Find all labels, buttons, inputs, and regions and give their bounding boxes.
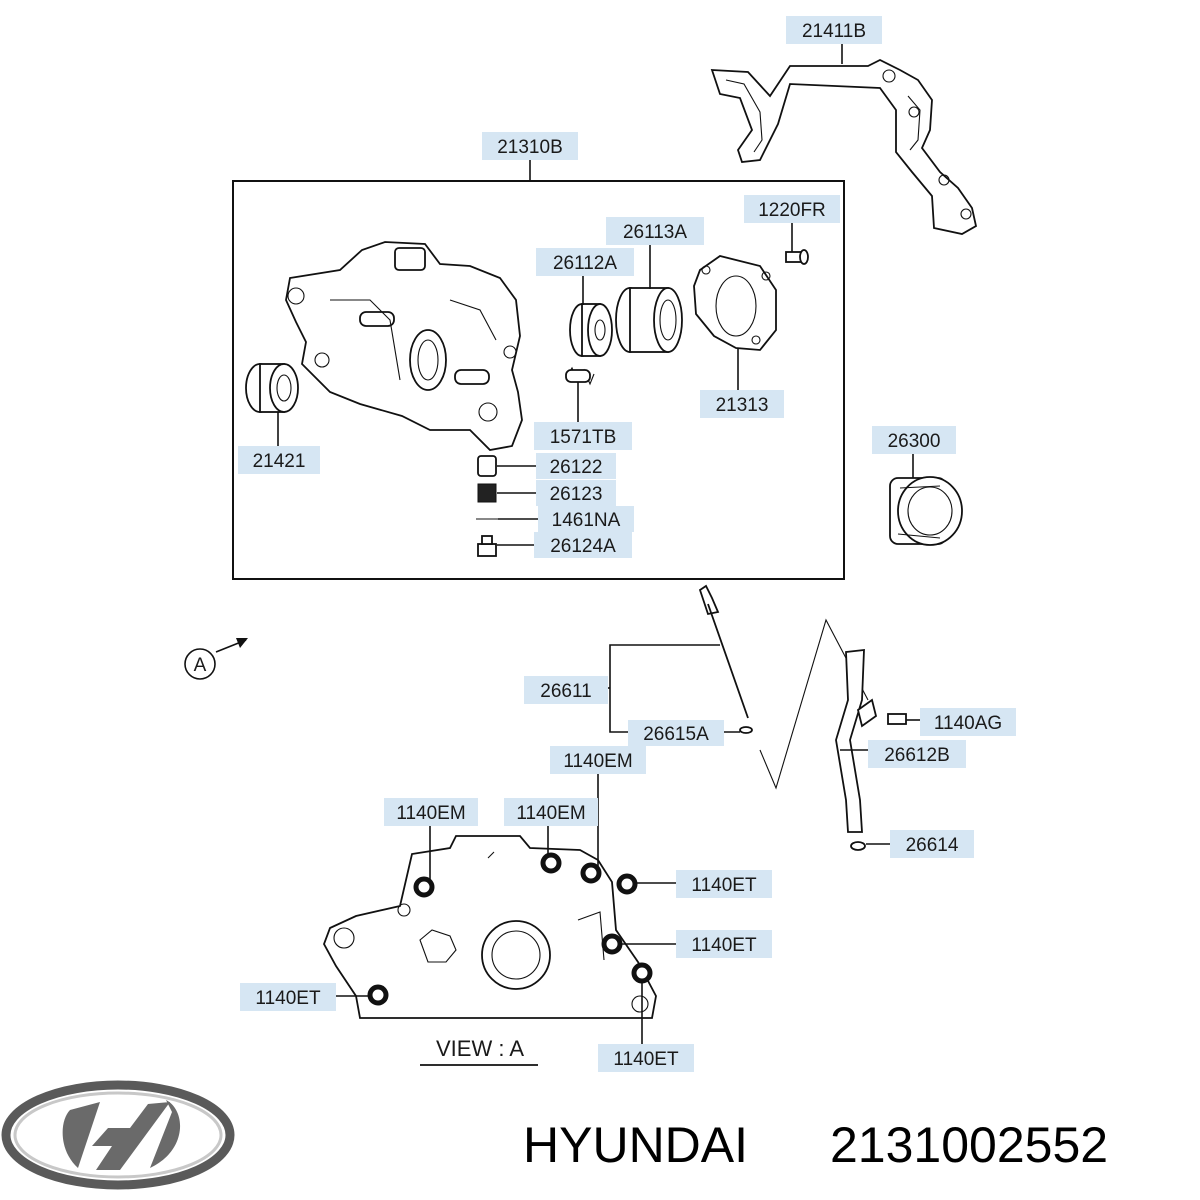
label-text: 26113A xyxy=(623,222,687,243)
inner-gear-part xyxy=(569,303,613,357)
label-1140AG[interactable]: 1140AG xyxy=(920,708,1016,736)
hyundai-logo xyxy=(1,1080,235,1190)
gasket-part xyxy=(710,58,978,235)
brand-name: HYUNDAI xyxy=(523,1117,748,1173)
label-text: 21313 xyxy=(716,395,769,416)
spring-part xyxy=(565,366,595,386)
label-text: 1140AG xyxy=(934,713,1002,734)
label-1571TB[interactable]: 1571TB xyxy=(534,422,632,450)
label-21310B[interactable]: 21310B xyxy=(482,132,578,160)
label-text: 1571TB xyxy=(550,427,617,448)
label-text: 21421 xyxy=(253,451,306,472)
dipstick-part xyxy=(698,584,749,719)
label-text: 1140ET xyxy=(255,988,321,1009)
label-26300[interactable]: 26300 xyxy=(872,426,956,454)
label-21421[interactable]: 21421 xyxy=(238,446,320,474)
label-text: 21310B xyxy=(497,137,563,158)
label-text: 1140EM xyxy=(516,803,585,824)
label-26122[interactable]: 26122 xyxy=(536,453,616,479)
relief-spring-part xyxy=(477,483,497,503)
plug-part xyxy=(477,535,497,557)
label-text: 21411B xyxy=(802,21,866,42)
label-text: 26614 xyxy=(906,835,959,856)
label-text: 26124A xyxy=(550,536,616,557)
label-1140EM[interactable]: 1140EM xyxy=(384,798,478,826)
label-21313[interactable]: 21313 xyxy=(700,390,784,418)
label-text: 1140EM xyxy=(396,803,465,824)
label-text: 1220FR xyxy=(758,200,826,221)
label-26113A[interactable]: 26113A xyxy=(606,217,704,245)
label-26112A[interactable]: 26112A xyxy=(536,248,634,276)
label-1140EM[interactable]: 1140EM xyxy=(504,798,598,826)
outer-gear-part xyxy=(615,287,683,353)
label-26123[interactable]: 26123 xyxy=(536,480,616,506)
label-text: 1140EM xyxy=(563,751,632,772)
relief-plunger-part xyxy=(477,455,497,477)
label-26612B[interactable]: 26612B xyxy=(868,740,966,768)
label-text: 26123 xyxy=(550,484,603,505)
label-1140ET[interactable]: 1140ET xyxy=(598,1044,694,1072)
pump-cover-part xyxy=(693,255,777,351)
label-1140ET[interactable]: 1140ET xyxy=(676,930,772,958)
label-26124A[interactable]: 26124A xyxy=(534,532,632,558)
label-text: 26122 xyxy=(550,457,603,478)
label-1140EM[interactable]: 1140EM xyxy=(550,746,646,774)
label-21411B[interactable]: 21411B xyxy=(786,16,882,44)
bolt-part xyxy=(785,249,809,265)
tube-bolt-part xyxy=(887,713,907,725)
label-text: 26300 xyxy=(888,431,941,452)
guide-tube-part xyxy=(835,648,878,833)
label-text: 26615A xyxy=(643,724,709,745)
view-caption: VIEW : A xyxy=(436,1036,524,1061)
view-marker-letter: A xyxy=(194,655,207,676)
view-a-housing xyxy=(323,835,657,1019)
label-26614[interactable]: 26614 xyxy=(890,830,974,858)
view-a-marker: A xyxy=(184,638,248,680)
label-text: 1461NA xyxy=(552,510,621,531)
label-text: 1140ET xyxy=(691,875,757,896)
label-26615A[interactable]: 26615A xyxy=(628,720,724,746)
label-text: 1140ET xyxy=(691,935,757,956)
label-text: 26612B xyxy=(884,745,950,766)
assembly-frame xyxy=(232,180,845,580)
label-1461NA[interactable]: 1461NA xyxy=(538,506,634,532)
oil-seal-part xyxy=(245,363,299,413)
label-text: 26611 xyxy=(540,681,591,702)
label-1140ET[interactable]: 1140ET xyxy=(676,870,772,898)
part-number: 2131002552 xyxy=(830,1117,1108,1173)
label-26611[interactable]: 26611 xyxy=(524,676,608,704)
tube-o-ring-part xyxy=(850,841,866,851)
label-text: 1140ET xyxy=(613,1049,679,1070)
oil-pump-housing xyxy=(285,241,523,451)
label-1220FR[interactable]: 1220FR xyxy=(744,195,840,223)
label-text: 26112A xyxy=(553,253,617,274)
oil-filter-part xyxy=(889,476,963,546)
o-ring-part xyxy=(739,726,753,734)
label-1140ET[interactable]: 1140ET xyxy=(240,983,336,1011)
